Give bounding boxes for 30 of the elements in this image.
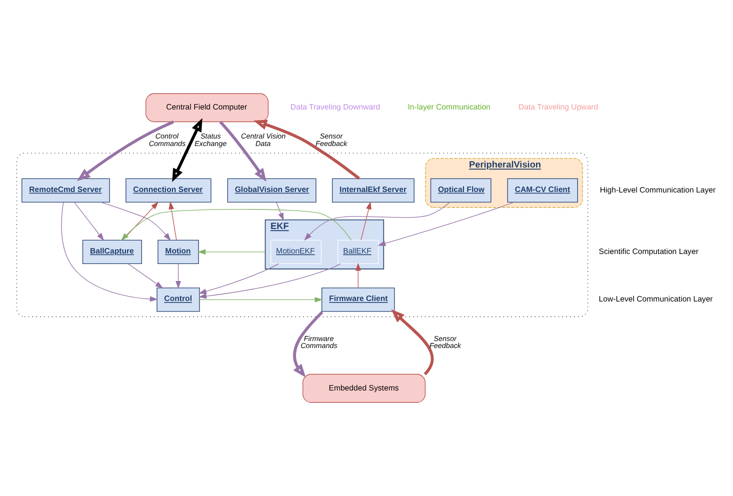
edge-label: Sensor Feedback — [429, 334, 462, 350]
arrow — [198, 263, 341, 299]
edge-label: Status Exchange — [194, 132, 227, 148]
edge-label: Central Vision Data — [241, 132, 286, 148]
arrow — [74, 202, 104, 241]
arrow — [391, 309, 434, 376]
arrow — [378, 202, 514, 246]
arrow — [100, 202, 171, 241]
edge-label: Firmware Commands — [300, 334, 338, 350]
arrow — [198, 249, 266, 255]
arrow — [168, 201, 177, 240]
arrow — [293, 311, 324, 378]
edge-label: Control Commands — [148, 132, 186, 148]
edge-label: Sensor Feedback — [316, 132, 348, 148]
arrow — [360, 201, 372, 240]
arrow — [304, 202, 450, 241]
arrow — [219, 120, 266, 182]
arrow — [276, 202, 284, 221]
arrow — [198, 263, 279, 294]
arrow — [122, 202, 159, 240]
arrow — [254, 120, 360, 180]
arrow — [128, 263, 164, 288]
arrow — [199, 296, 323, 302]
arrow — [355, 262, 361, 288]
arrow — [76, 120, 174, 181]
arrow — [121, 208, 352, 241]
arrow — [172, 118, 202, 182]
cluster — [16, 152, 588, 318]
arrow — [176, 264, 182, 289]
arrow — [61, 202, 158, 302]
